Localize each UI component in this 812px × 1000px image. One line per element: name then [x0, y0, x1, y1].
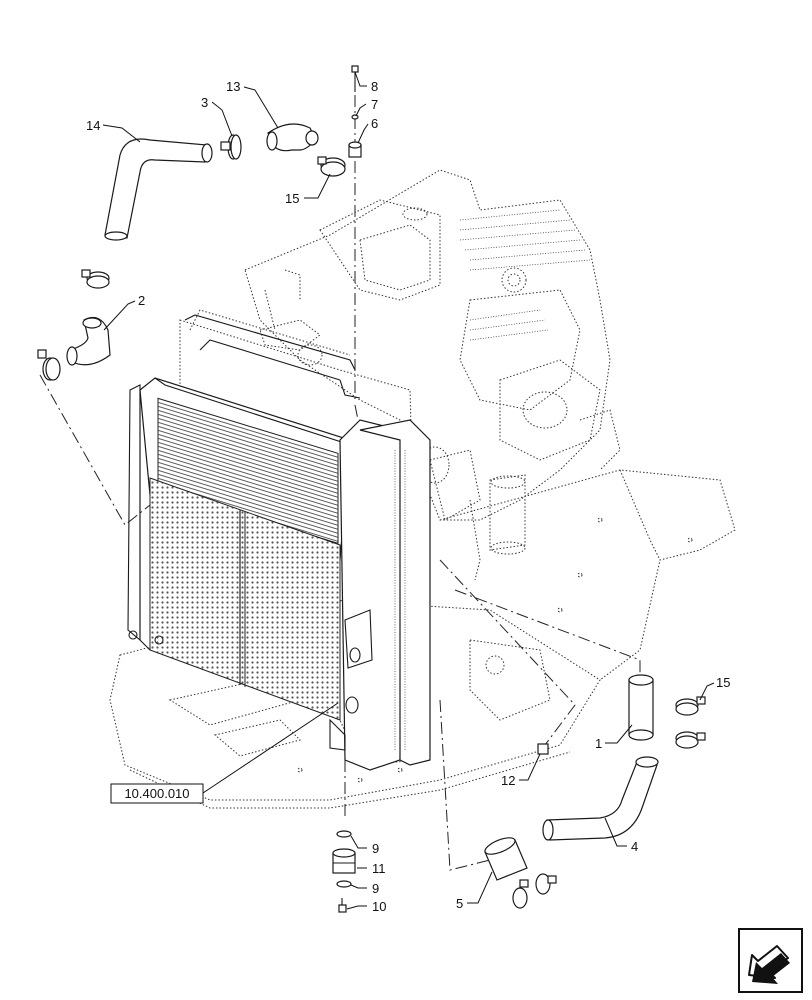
callout-9-lower: 9 — [372, 881, 379, 896]
callout-labels: 14 3 13 15 8 7 6 2 15 1 4 12 5 9 11 9 10 — [86, 79, 730, 914]
callout-9-upper: 9 — [372, 841, 379, 856]
upper-hose-parts — [104, 65, 362, 241]
arrow-icon[interactable] — [738, 928, 803, 993]
nut-12 — [537, 743, 549, 755]
bolt-10 — [338, 898, 347, 913]
callout-7: 7 — [371, 97, 378, 112]
callout-15-top: 15 — [285, 191, 299, 206]
clamp-15-top — [317, 156, 346, 177]
cap-6 — [348, 141, 362, 158]
hose-14 — [104, 138, 208, 239]
callout-3: 3 — [201, 95, 208, 110]
clamp-left-upper — [81, 269, 110, 289]
callout-12: 12 — [501, 773, 515, 788]
washer-7 — [351, 114, 359, 120]
callout-10: 10 — [372, 899, 386, 914]
hose-4 — [546, 761, 658, 841]
callout-15-right: 15 — [716, 675, 730, 690]
callout-8: 8 — [371, 79, 378, 94]
callout-6: 6 — [371, 116, 378, 131]
callout-13: 13 — [226, 79, 240, 94]
hose-13 — [267, 123, 317, 152]
callout-1: 1 — [595, 736, 602, 751]
clamp-left-lower — [37, 349, 61, 381]
callout-11: 11 — [372, 861, 386, 876]
callout-2: 2 — [138, 293, 145, 308]
callout-14: 14 — [86, 118, 100, 133]
clamp-15-right — [675, 696, 706, 749]
callout-4: 4 — [631, 839, 638, 854]
left-hose-parts — [37, 269, 111, 381]
reference-label: 10.400.010 — [124, 786, 189, 801]
washer-9-lower — [336, 880, 352, 888]
clamp-lower — [512, 873, 557, 909]
callout-5: 5 — [456, 896, 463, 911]
engine-assembly — [244, 169, 621, 581]
mount-11 — [332, 848, 356, 874]
lower-hose-parts — [332, 674, 706, 913]
hose-2 — [69, 317, 111, 366]
leader-lines — [102, 71, 715, 910]
radiator-assembly — [127, 309, 431, 771]
clamp-3 — [220, 134, 242, 160]
sleeve-1 — [628, 679, 654, 736]
reference-link[interactable]: 10.400.010 — [110, 783, 204, 804]
washer-9-upper — [336, 830, 352, 838]
